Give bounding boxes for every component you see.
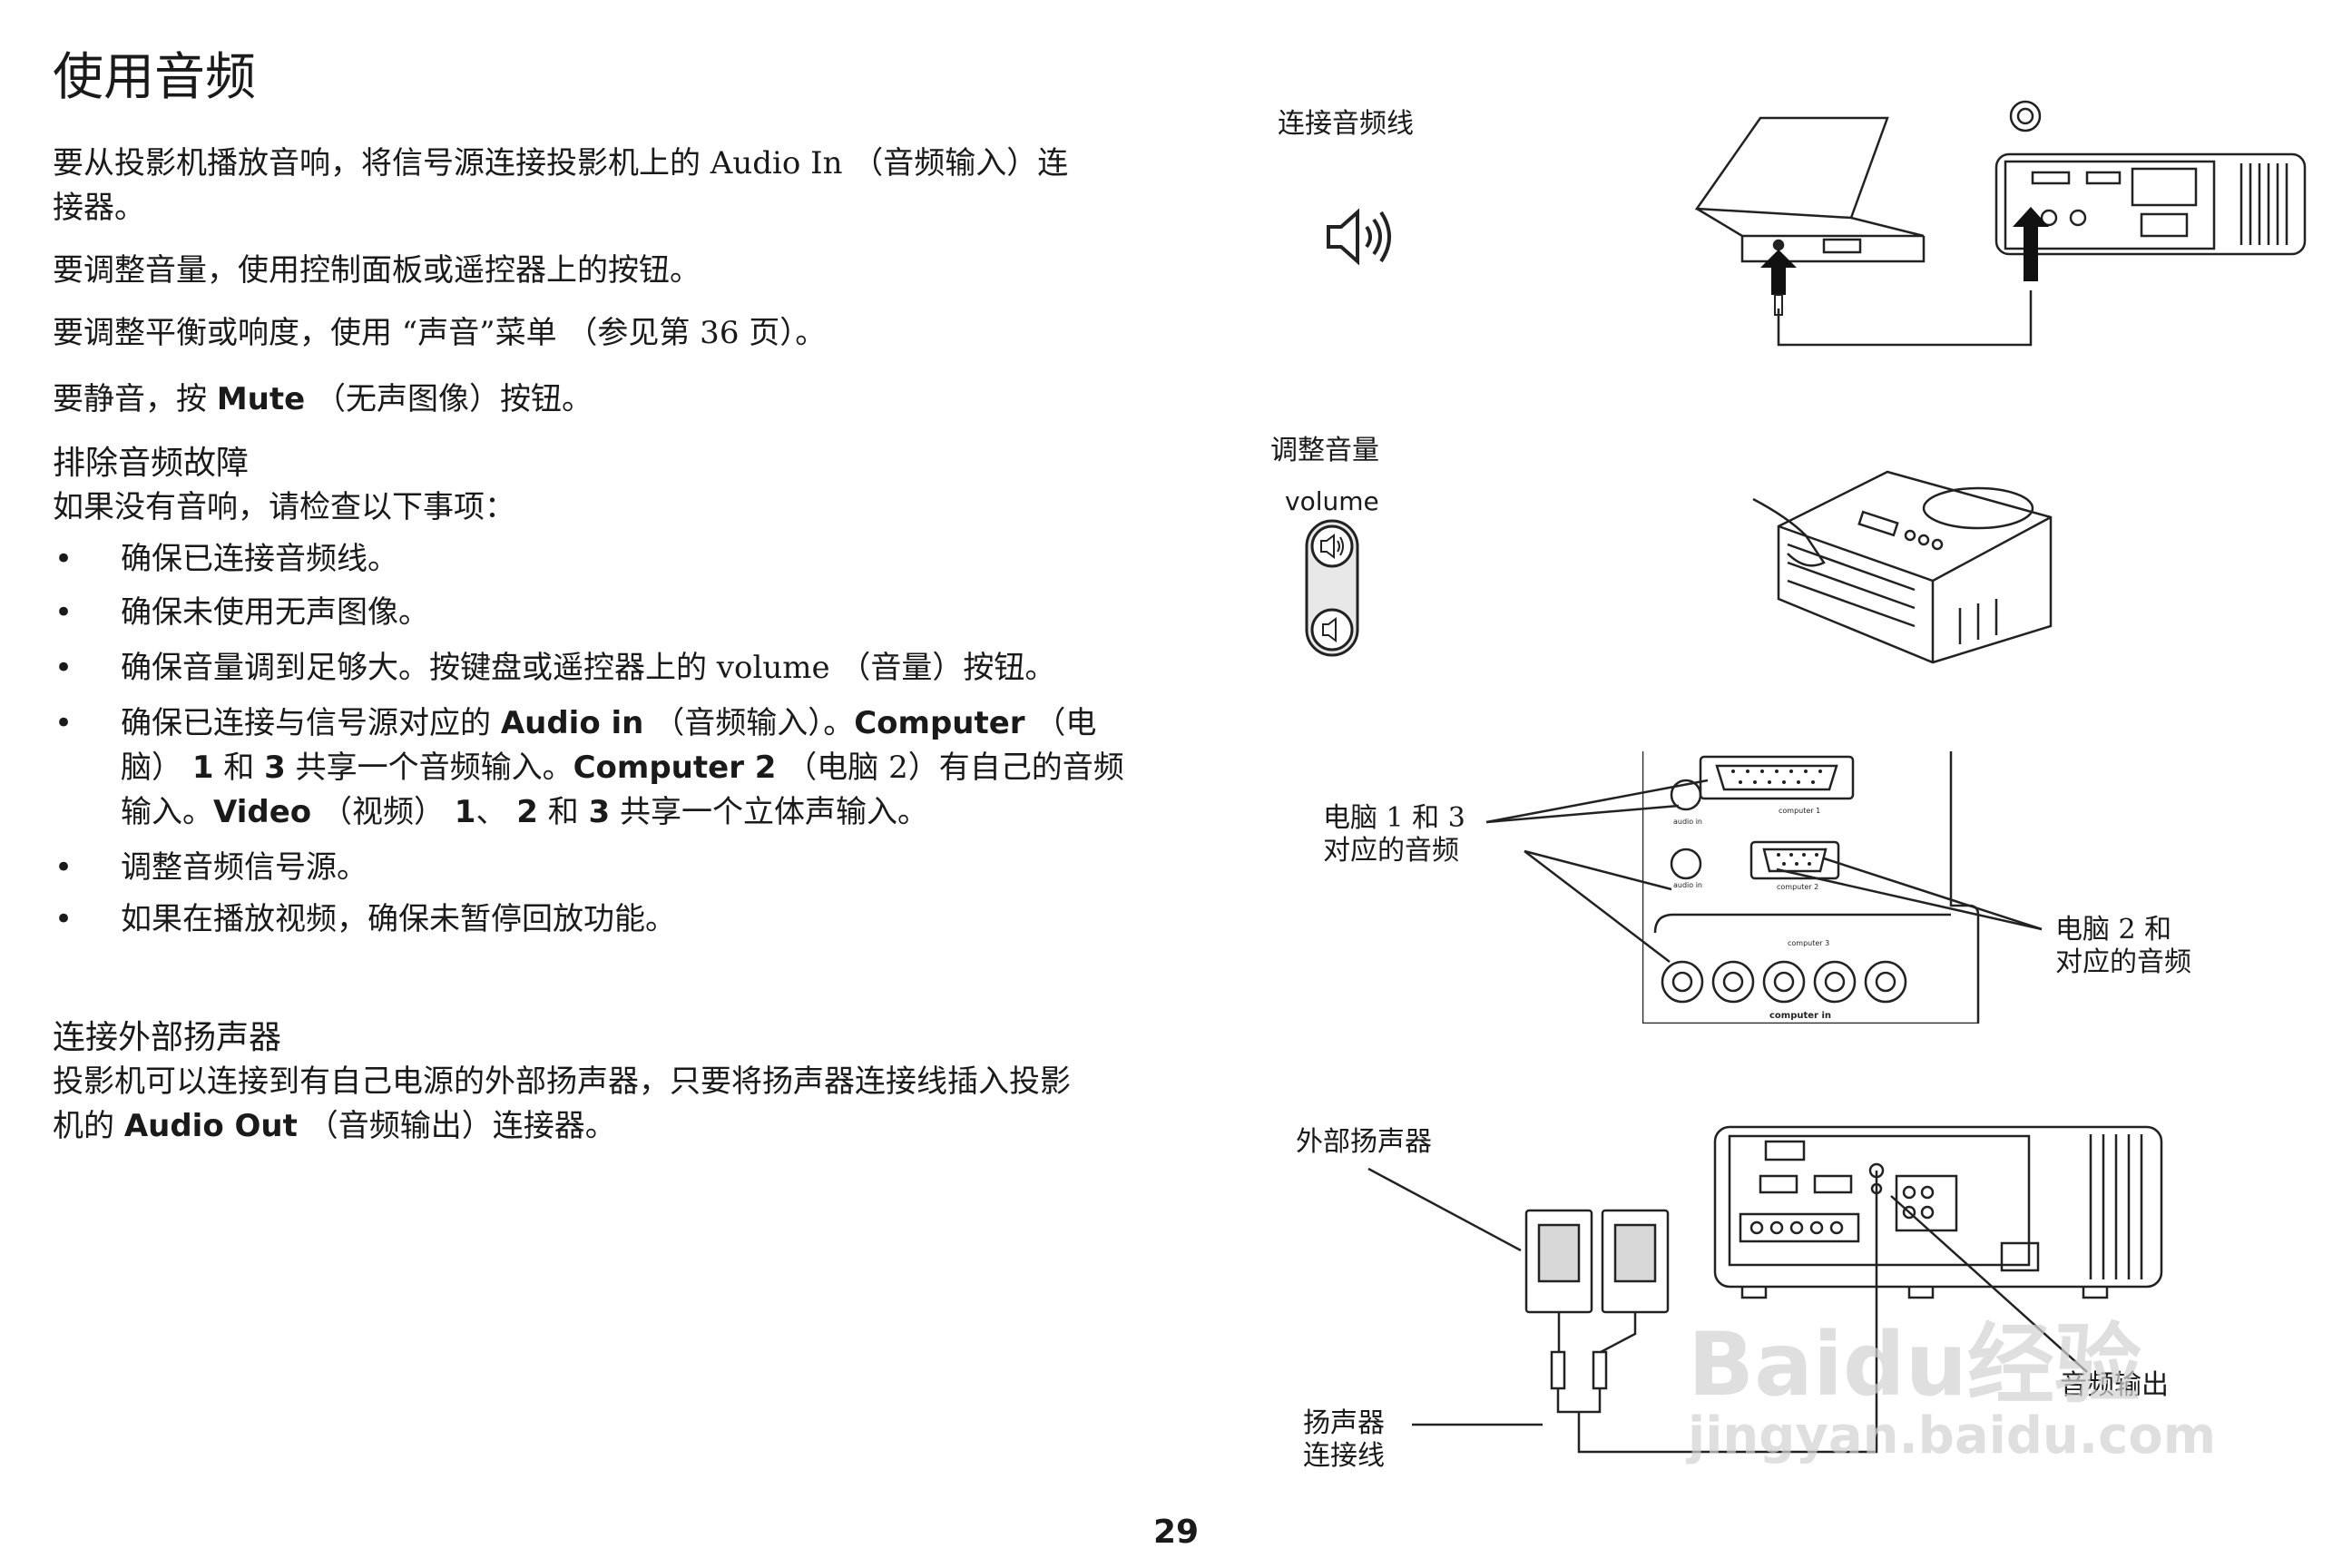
volume-button-label: volume [1285, 486, 1379, 516]
ports-right-label-2: 对应的音频 [2055, 946, 2191, 978]
troubleshoot-lead: 如果没有音响，请检查以下事项： [53, 489, 515, 525]
text-run: 1 [191, 750, 214, 786]
connect-audio-label: 连接音频线 [1278, 108, 1414, 140]
text-run: （电 [1024, 705, 1097, 741]
external-line-2: 机的 Audio Out （音频输出）连接器。 [53, 1104, 1151, 1149]
text-run: （音频输入）。 [643, 705, 855, 741]
text-run: Computer [854, 705, 1025, 741]
text-run: （视频） [311, 794, 455, 830]
text-run: Computer 2 [573, 750, 777, 786]
mute-key: Mute [216, 381, 306, 417]
main-text-column: 使用音频 要从投影机播放音响，将信号源连接投影机上的 Audio In （音频输… [53, 45, 1151, 1149]
text-run: 1 [454, 794, 476, 830]
text-run: Audio Out [123, 1108, 298, 1144]
tiny-label: audio in [1673, 881, 1702, 889]
tiny-label: audio in [1673, 818, 1702, 826]
text-run: 确保已连接与信号源对应的 [121, 705, 501, 741]
text-run: 3 [588, 794, 611, 830]
list-item: 确保已连接音频线。 [53, 537, 1151, 582]
watermark-url: jingyan.baidu.com [1688, 1406, 2217, 1465]
laptop-base-top [1696, 207, 1925, 238]
speaker-cable-label-2: 连接线 [1303, 1440, 1385, 1472]
projector-rear [1994, 100, 2307, 309]
text-run: 和 [537, 794, 589, 830]
intro-line-1: 要从投影机播放音响，将信号源连接投影机上的 Audio In （音频输入）连 [53, 145, 1069, 181]
audio-out-label: 音频输出 [2060, 1369, 2169, 1401]
watermark-logo: Baidu经验 [1688, 1314, 2141, 1416]
tiny-label: computer 1 [1779, 807, 1820, 815]
text-run: （音频输出）连接器。 [297, 1108, 616, 1144]
text-run: Audio in [500, 705, 644, 741]
tiny-label: computer 2 [1777, 883, 1818, 891]
list-item: 如果在播放视频，确保未暂停回放功能。 [53, 897, 1151, 942]
text-run: 机的 [53, 1108, 124, 1144]
list-item: 确保音量调到足够大。按键盘或遥控器上的 volume （音量）按钮。 [53, 646, 1151, 691]
text-run: Video [213, 794, 312, 830]
mute-instruction: 要静音，按 Mute （无声图像）按钮。 [53, 377, 1151, 422]
mute-pre: 要静音，按 [53, 381, 217, 417]
intro-line-2: 接器。 [53, 190, 145, 226]
text-run: 、 [475, 794, 517, 830]
projector-rear-2 [1713, 1125, 2163, 1289]
tiny-label: computer 3 [1788, 939, 1829, 947]
ports-right-label-1: 电脑 2 和 [2055, 914, 2172, 946]
projector-arrow [2013, 207, 2049, 281]
text-run: 脑） [121, 750, 192, 786]
intro-balance: 要调整平衡或响度，使用 “声音”菜单 （参见第 36 页）。 [53, 315, 827, 351]
troubleshoot-heading: 排除音频故障 [53, 445, 250, 482]
text-run: 共享一个音频输入。 [285, 750, 573, 786]
text-run: 共享一个立体声输入。 [610, 794, 929, 830]
list-item: 调整音频信号源。 [53, 846, 1151, 890]
text-run: 输入。 [121, 794, 213, 830]
text-run: 2 [516, 794, 538, 830]
text-run: 3 [264, 750, 286, 786]
mute-post: （无声图像）按钮。 [305, 381, 593, 417]
volume-buttons[interactable] [1303, 517, 1361, 659]
list-item-audio-inputs: 确保已连接与信号源对应的 Audio in （音频输入）。Computer （电… [53, 701, 1151, 835]
text-run: （电脑 2）有自己的音频 [776, 750, 1124, 786]
intro-volume: 要调整音量，使用控制面板或遥控器上的按钮。 [53, 252, 701, 289]
projector-top-diagram [1752, 470, 2053, 664]
volume-diagram-label: 调整音量 [1270, 435, 1379, 466]
external-speakers-heading: 连接外部扬声器 [53, 1019, 282, 1056]
speakers-label: 外部扬声器 [1296, 1126, 1432, 1158]
list-item: 确保未使用无声图像。 [53, 591, 1151, 635]
speaker-cable-label-1: 扬声器 [1303, 1407, 1385, 1439]
connect-audio-diagram [1694, 100, 2307, 347]
tiny-label: computer in [1769, 1011, 1831, 1021]
ports-left-label-2: 对应的音频 [1323, 835, 1459, 867]
external-line-1: 投影机可以连接到有自己电源的外部扬声器，只要将扬声器连接线插入投影 [53, 1063, 1071, 1100]
text-run: 和 [213, 750, 265, 786]
page-number: 29 [1152, 1514, 1200, 1551]
ports-left-label-1: 电脑 1 和 3 [1323, 802, 1465, 834]
speaker-icon [1327, 208, 1391, 266]
laptop-screen [1694, 116, 1889, 220]
laptop-arrow [1760, 250, 1797, 295]
troubleshoot-list: 确保已连接音频线。 确保未使用无声图像。 确保音量调到足够大。按键盘或遥控器上的… [53, 537, 1151, 942]
page-title: 使用音频 [53, 48, 256, 107]
